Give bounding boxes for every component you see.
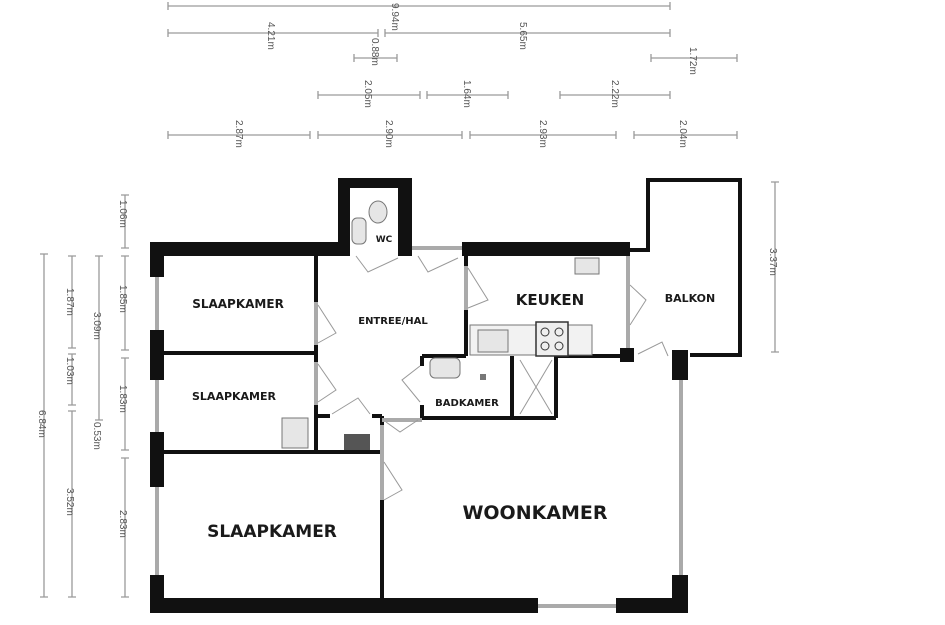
stove-icon — [535, 321, 569, 357]
door-swings — [317, 255, 669, 501]
dim-label: 1.64m — [461, 80, 472, 108]
dim-label: 2.22m — [609, 80, 620, 108]
dim-label: 2.04m — [677, 120, 688, 148]
room-label-wc: WC — [376, 235, 393, 245]
dim-label: 1.03m — [64, 357, 75, 385]
top-dimensions: 9.94m 4.21m 5.65m 0.88m 1.72m 2.05m 1.64… — [167, 2, 738, 148]
dim-label: 1.06m — [117, 200, 128, 228]
left-dimensions: 1.06m 1.85m 1.83m 2.83m 3.09m 0.53m 1.87… — [36, 194, 129, 598]
room-label-keuken: KEUKEN — [516, 291, 584, 309]
drain-icon — [480, 374, 486, 380]
wc-sink-icon — [351, 217, 367, 245]
dim-label: 2.87m — [233, 120, 244, 148]
dim-label: 5.65m — [517, 22, 528, 50]
room-label-slaapkamer-3: SLAAPKAMER — [207, 522, 337, 542]
room-label-slaapkamer-1: SLAAPKAMER — [192, 297, 284, 311]
boiler-icon — [281, 417, 309, 449]
dim-label: 2.83m — [117, 510, 128, 538]
dim-label: 3.37m — [767, 248, 778, 276]
dim-label: 1.72m — [687, 47, 698, 75]
walls — [150, 178, 742, 613]
dim-total-width: 9.94m — [389, 3, 400, 31]
toilet-icon — [368, 200, 388, 224]
dim-label: 2.93m — [537, 120, 548, 148]
room-labels: SLAAPKAMER SLAAPKAMER SLAAPKAMER ENTREE/… — [192, 235, 715, 542]
meter-cabinet-icon — [344, 434, 370, 450]
dim-label: 3.52m — [64, 488, 75, 516]
room-label-entree: ENTREE/HAL — [358, 316, 428, 327]
dim-label: 0.88m — [369, 38, 380, 66]
dim-label: 4.21m — [265, 22, 276, 50]
dim-label: 3.09m — [91, 312, 102, 340]
dim-label: 2.90m — [383, 120, 394, 148]
dim-label: 1.85m — [117, 285, 128, 313]
bathroom-sink-icon — [429, 357, 461, 379]
dim-label: 0.53m — [91, 422, 102, 450]
kitchen-appliance-icon — [574, 257, 600, 275]
room-label-woonkamer: WOONKAMER — [462, 502, 607, 524]
kitchen-sink-icon — [477, 329, 509, 353]
room-label-slaapkamer-2: SLAAPKAMER — [192, 390, 277, 403]
dim-label: 1.83m — [117, 385, 128, 413]
fixtures — [281, 200, 600, 450]
room-label-badkamer: BADKAMER — [435, 398, 499, 409]
right-dimensions: 3.37m — [767, 181, 779, 353]
dim-label: 1.87m — [64, 288, 75, 316]
dim-total-depth: 6.84m — [36, 410, 47, 438]
dim-label: 2.05m — [362, 80, 373, 108]
room-label-balkon: BALKON — [665, 292, 716, 305]
